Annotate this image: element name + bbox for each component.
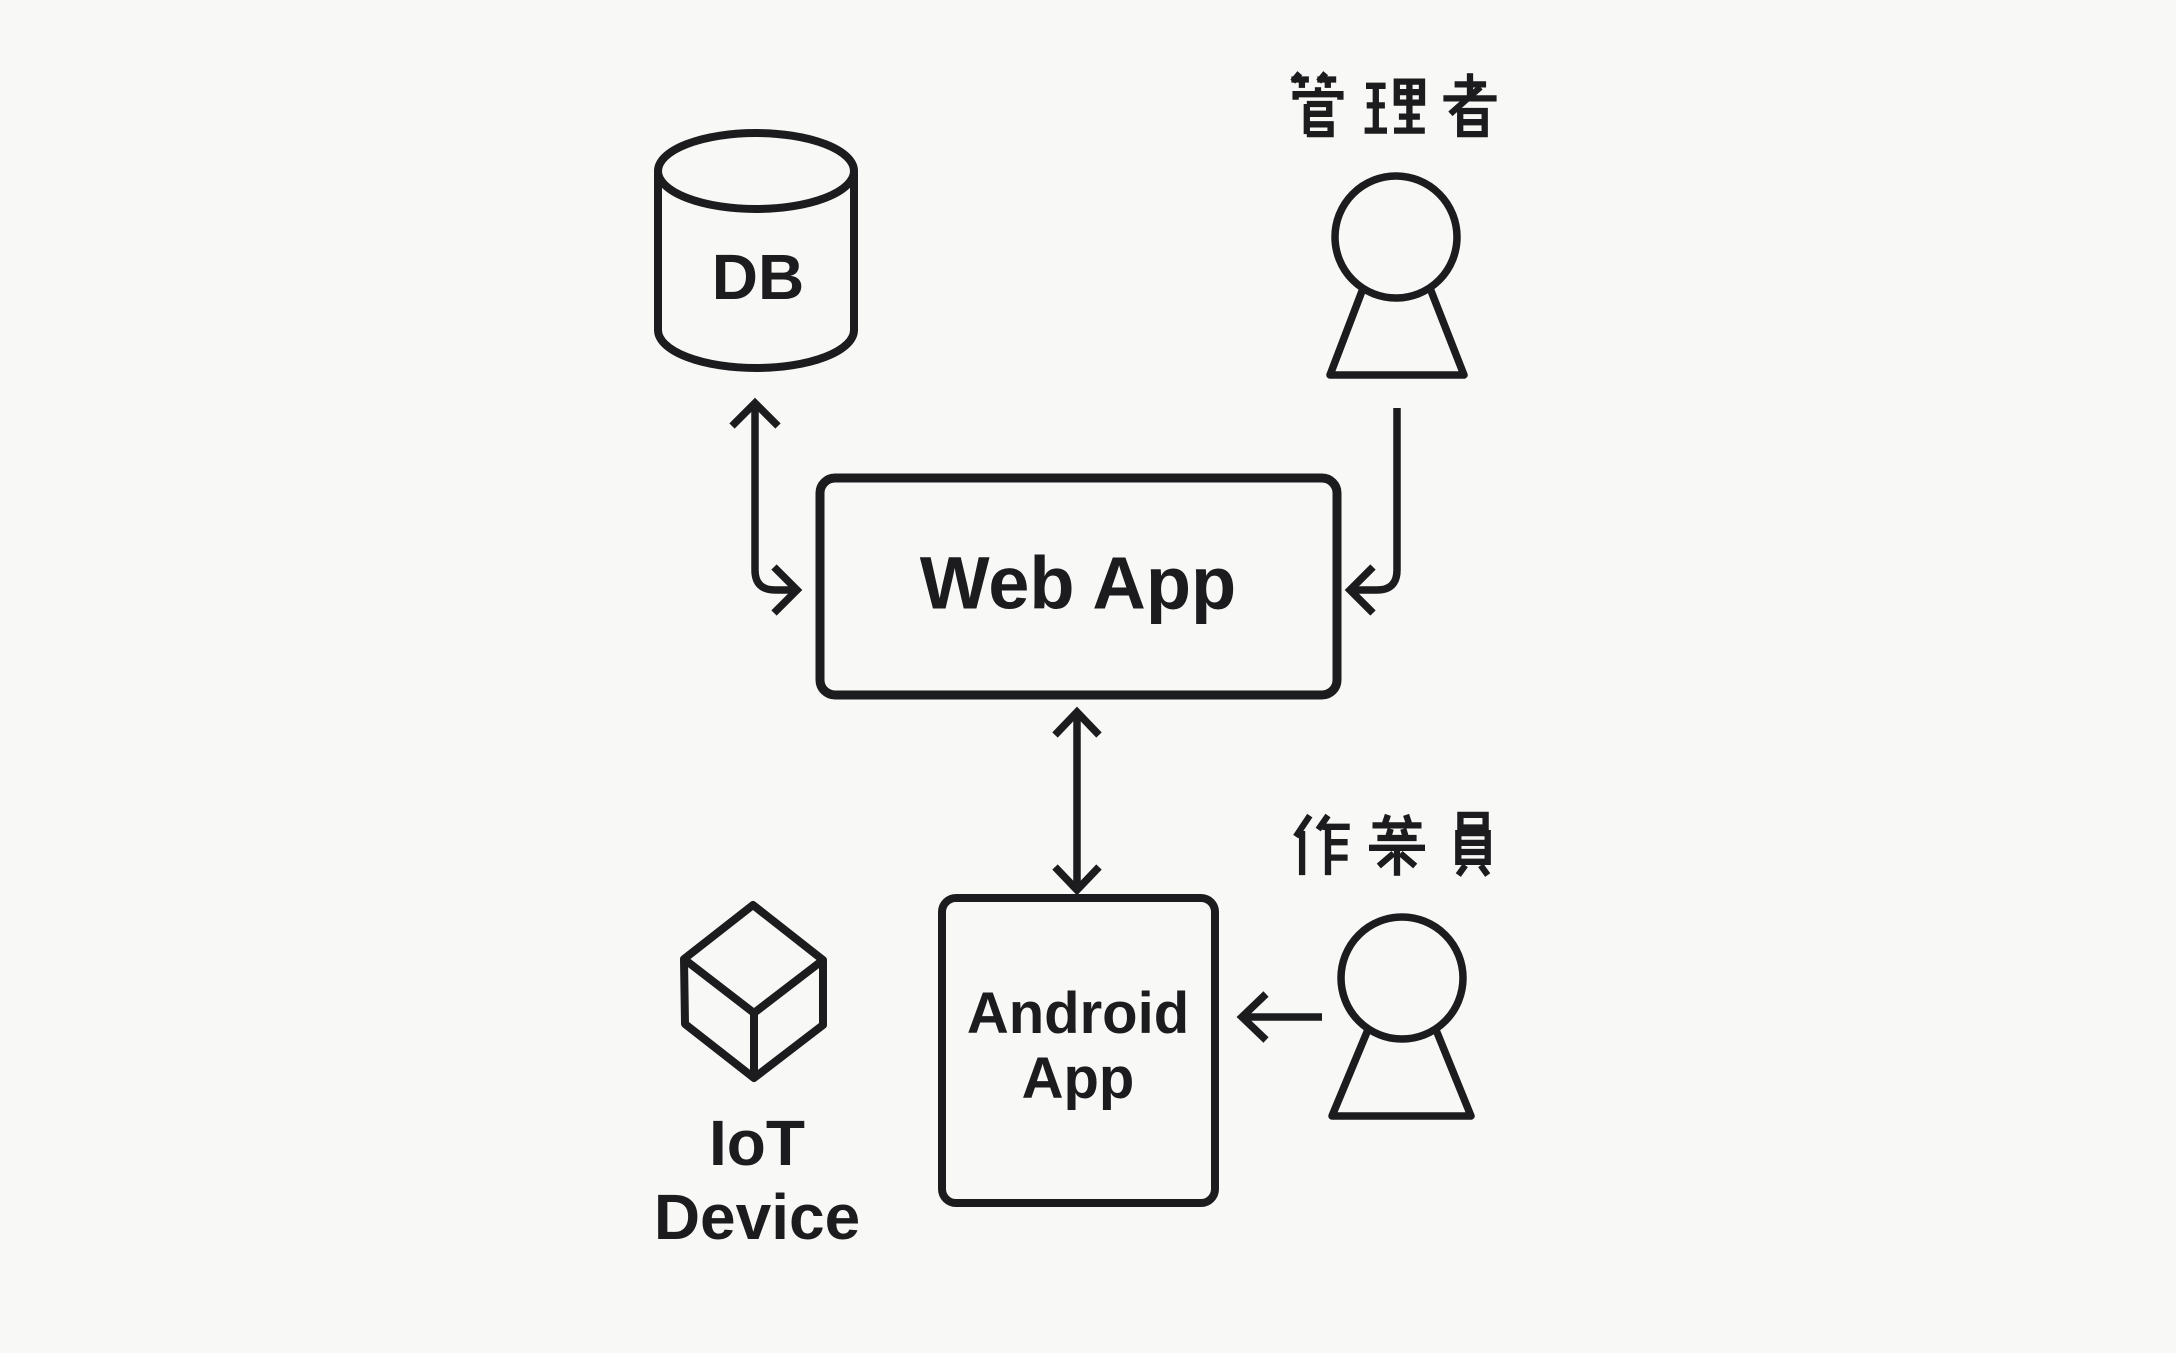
android-app-box [938,894,1219,1207]
kanji-in-glyph [1455,811,1491,877]
admin-person-icon [1326,172,1468,379]
kanji-kan-glyph [1290,71,1344,138]
kanji-sha-glyph [1443,73,1497,138]
iot-device-label: IoT Device [654,1106,860,1254]
admin-label: 管理者 [1283,69,1505,139]
android-app-label: Android App [966,981,1190,1112]
web-app-box [815,473,1342,700]
db-label: DB [711,241,805,313]
iot-cube-icon [680,901,827,1082]
kanji-ri-glyph [1364,78,1426,134]
kanji-gyo-glyph [1369,813,1425,876]
android-app-label-line2: App [1021,1046,1135,1111]
iot-device-label-line2: Device [653,1181,861,1253]
admin-webapp-arrow [1344,408,1401,616]
web-app-label: Web App [919,541,1237,625]
admin-label-glyphs [1283,69,1505,139]
worker-label: 作業員 [1286,810,1508,880]
worker-android-arrow [1236,991,1322,1043]
kanji-saku-glyph [1293,813,1350,876]
database-cylinder-icon [654,129,858,372]
android-app-label-line1: Android [966,981,1190,1047]
webapp-android-arrow [1052,706,1102,896]
iot-device-label-line1: IoT [709,1106,805,1179]
worker-label-glyphs [1286,810,1508,880]
db-webapp-arrow [729,397,803,616]
worker-person-icon [1328,913,1475,1120]
